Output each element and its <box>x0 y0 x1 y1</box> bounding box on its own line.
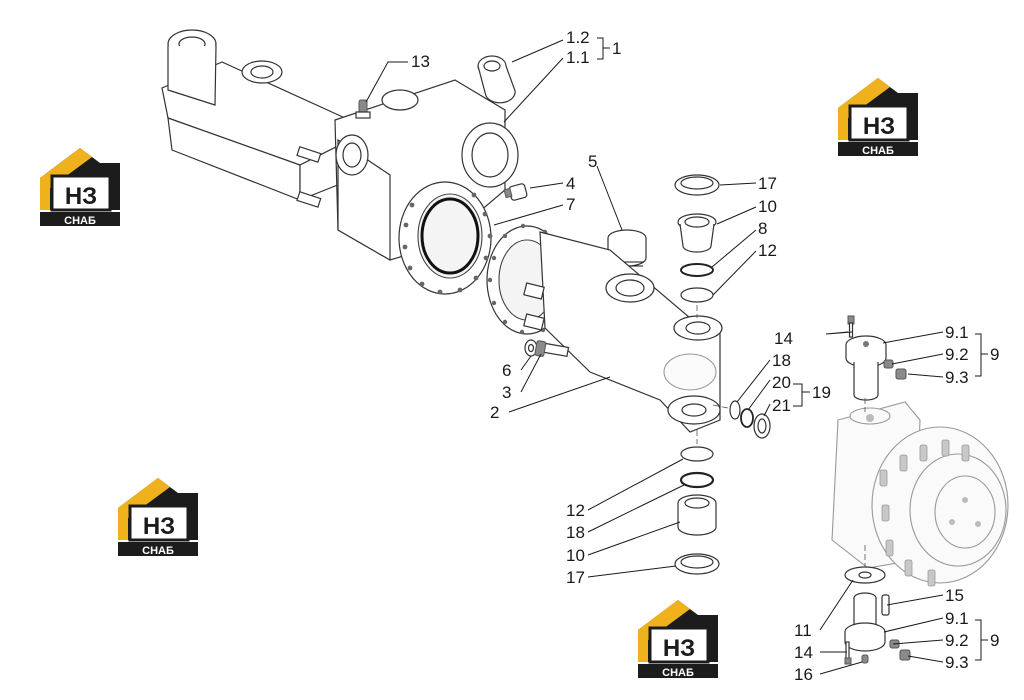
pivot-pin-9-upper <box>845 335 907 401</box>
bushing-10-upper <box>677 213 717 253</box>
callout-10-upper: 10 <box>758 197 777 216</box>
logo-sub-text: СНАБ <box>142 545 174 557</box>
shim-12-lower <box>680 446 714 462</box>
callout-12-lower: 12 <box>566 501 585 520</box>
callout-18-lower: 18 <box>566 523 585 542</box>
callout-5: 5 <box>588 152 597 171</box>
callout-21: 21 <box>772 396 791 415</box>
ring-18-lower <box>679 471 715 489</box>
callout-6: 6 <box>502 361 511 380</box>
callout-19: 19 <box>812 383 831 402</box>
watermark-logo-bottom-left: НЗ СНАБ <box>116 476 200 558</box>
bolt-14-upper <box>847 315 855 338</box>
callout-14-lower: 14 <box>794 643 813 662</box>
shim-12-upper <box>680 287 714 303</box>
callout-11: 11 <box>794 621 812 640</box>
callout-20: 20 <box>772 373 791 392</box>
callout-18-upper: 18 <box>772 351 791 370</box>
callout-12-upper: 12 <box>758 241 777 260</box>
seal-17-upper <box>674 174 720 196</box>
callout-4: 4 <box>566 174 575 193</box>
axle-housing <box>161 29 519 295</box>
seal-17-lower <box>674 553 720 575</box>
callout-9-3-upper: 9.3 <box>945 368 969 387</box>
washer-6 <box>524 339 538 357</box>
bushing-10-lower <box>677 494 717 536</box>
callout-9-1-lower: 9.1 <box>945 609 969 628</box>
leader-lines <box>365 39 944 675</box>
logo-sub-text: СНАБ <box>64 215 96 227</box>
callout-9-1-upper: 9.1 <box>945 323 969 342</box>
callout-14-upper: 14 <box>774 329 793 348</box>
logo-main-text: НЗ <box>863 113 895 140</box>
callout-1-1: 1.1 <box>566 48 590 67</box>
brackets <box>597 37 988 661</box>
watermark-logo-top-right: НЗ СНАБ <box>836 76 920 158</box>
bolt-3 <box>534 340 570 358</box>
axle-arm <box>486 223 723 433</box>
center-lines <box>696 305 866 566</box>
ring-18-upper <box>729 400 741 420</box>
callout-9-3-lower: 9.3 <box>945 653 969 672</box>
logo-main-text: НЗ <box>143 513 175 540</box>
pivot-pin-9-lower <box>844 592 911 661</box>
watermark-logo-left: НЗ СНАБ <box>38 146 122 228</box>
callout-10-lower: 10 <box>566 546 585 565</box>
logo-main-text: НЗ <box>65 183 97 210</box>
seal-21 <box>753 413 771 439</box>
fitting-16 <box>861 654 869 664</box>
bolt-14-lower <box>844 641 852 665</box>
callout-9-2-upper: 9.2 <box>945 345 969 364</box>
breather-13 <box>355 99 371 119</box>
callout-9-upper: 9 <box>990 345 999 364</box>
watermark-logo-bottom-center: НЗ СНАБ <box>636 598 720 680</box>
plug-4 <box>503 183 528 201</box>
logo-sub-text: СНАБ <box>662 667 694 679</box>
wheel-hub <box>831 401 1009 587</box>
callout-labels: 1.2 1.1 1 13 5 4 7 17 10 8 12 14 9.1 9.2… <box>411 28 999 684</box>
callout-1-2: 1.2 <box>566 28 590 47</box>
callout-9-2-lower: 9.2 <box>945 631 969 650</box>
ring-8 <box>680 263 714 277</box>
logo-sub-text: СНАБ <box>862 145 894 157</box>
callout-3: 3 <box>502 383 511 402</box>
bushing-1-2 <box>477 55 516 104</box>
shim-11 <box>844 566 886 584</box>
callout-9-lower: 9 <box>990 631 999 650</box>
callout-17-lower: 17 <box>566 568 585 587</box>
callout-8: 8 <box>758 219 767 238</box>
logo-main-text: НЗ <box>663 635 695 662</box>
callout-2: 2 <box>490 403 499 422</box>
callout-13: 13 <box>411 52 430 71</box>
callout-1: 1 <box>612 39 621 58</box>
callout-7: 7 <box>566 195 575 214</box>
callout-17-upper: 17 <box>758 174 777 193</box>
callout-15: 15 <box>945 586 964 605</box>
callout-16: 16 <box>794 665 813 684</box>
ring-20 <box>740 408 754 428</box>
